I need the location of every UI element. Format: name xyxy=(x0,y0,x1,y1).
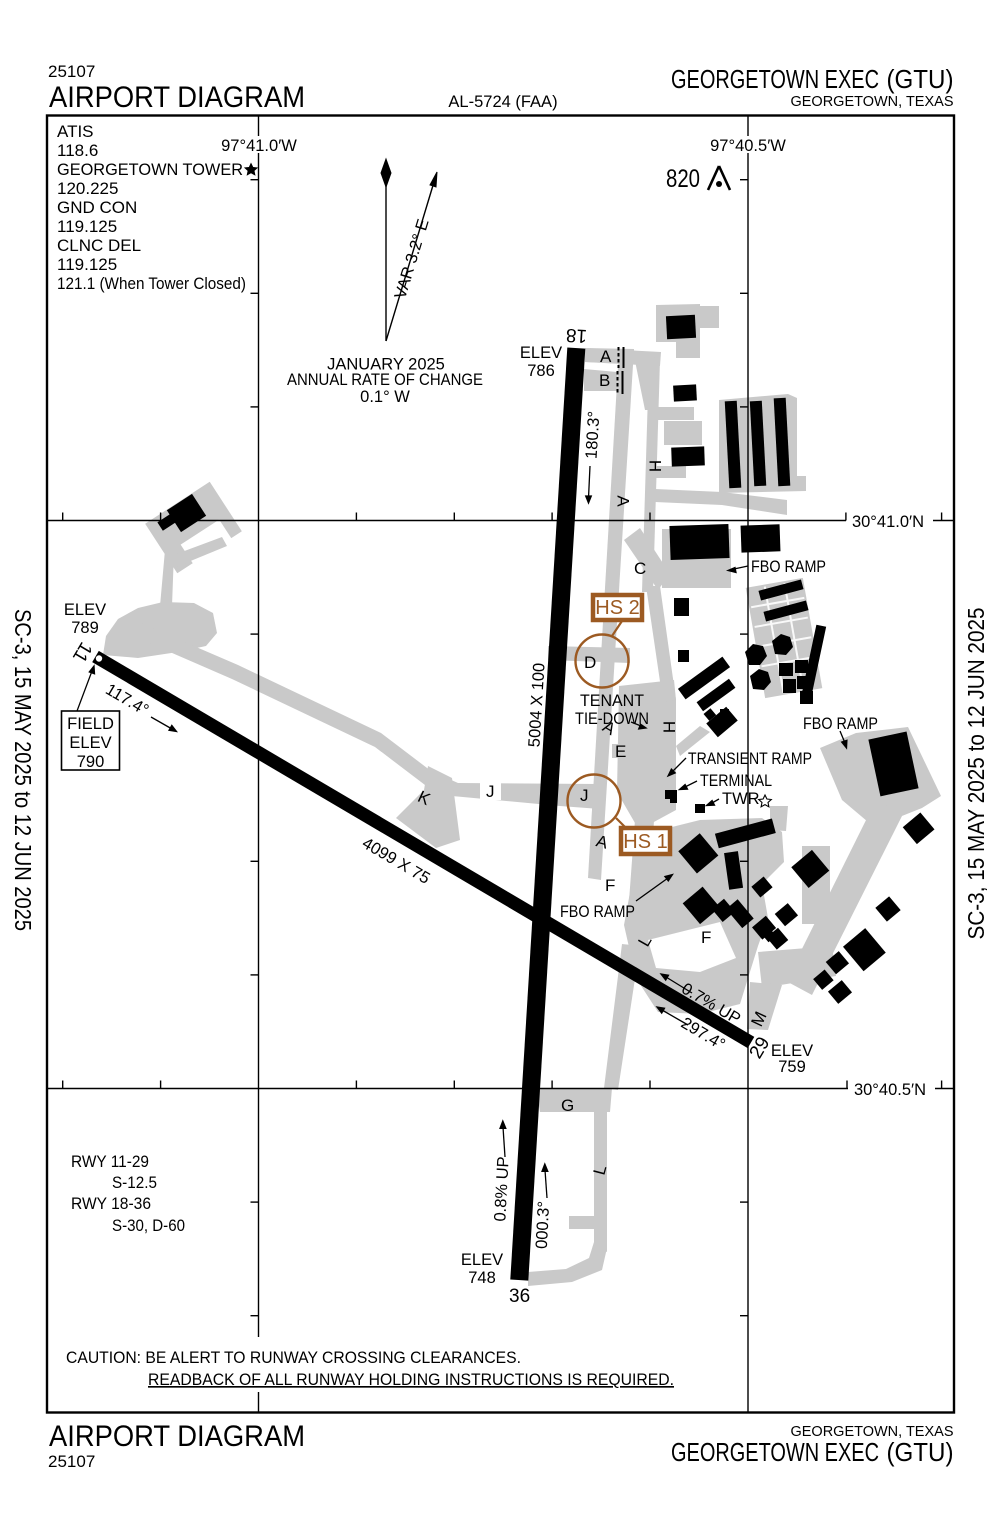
svg-text:FBO RAMP: FBO RAMP xyxy=(803,715,878,733)
svg-text:C: C xyxy=(634,559,646,578)
svg-text:A: A xyxy=(614,495,633,507)
svg-text:119.125: 119.125 xyxy=(57,217,117,236)
svg-text:759: 759 xyxy=(778,1058,806,1076)
svg-text:(GTU): (GTU) xyxy=(887,66,954,94)
svg-text:GEORGETOWN, TEXAS: GEORGETOWN, TEXAS xyxy=(790,1424,953,1440)
svg-text:TRANSIENT RAMP: TRANSIENT RAMP xyxy=(688,750,812,768)
svg-text:J: J xyxy=(486,782,495,801)
svg-text:G: G xyxy=(561,1096,574,1115)
svg-text:ANNUAL RATE OF CHANGE: ANNUAL RATE OF CHANGE xyxy=(287,371,483,389)
svg-text:TWR: TWR xyxy=(722,790,760,808)
svg-text:RWY 11-29: RWY 11-29 xyxy=(71,1153,149,1171)
svg-text:97°41.0′W: 97°41.0′W xyxy=(221,137,297,155)
svg-text:ELEV: ELEV xyxy=(64,601,106,619)
svg-text:789: 789 xyxy=(71,619,99,637)
svg-text:CAUTION: BE ALERT TO RUNWAY CR: CAUTION: BE ALERT TO RUNWAY CROSSING CLE… xyxy=(66,1349,521,1367)
svg-text:180.3°: 180.3° xyxy=(583,411,604,460)
svg-text:ELEV: ELEV xyxy=(520,344,562,362)
svg-text:HS 1: HS 1 xyxy=(623,831,667,853)
svg-text:H: H xyxy=(646,460,665,472)
svg-text:36: 36 xyxy=(509,1286,530,1307)
svg-text:(GTU): (GTU) xyxy=(887,1439,954,1467)
svg-text:18: 18 xyxy=(565,324,587,346)
svg-text:000.3°: 000.3° xyxy=(533,1201,553,1250)
svg-text:AIRPORT DIAGRAM: AIRPORT DIAGRAM xyxy=(49,81,305,114)
svg-text:ATIS: ATIS xyxy=(57,122,94,141)
svg-text:ELEV: ELEV xyxy=(461,1251,503,1269)
svg-text:FBO RAMP: FBO RAMP xyxy=(560,903,635,921)
svg-text:H: H xyxy=(660,721,679,733)
svg-text:E: E xyxy=(615,742,626,761)
svg-text:121.1 (When Tower Closed): 121.1 (When Tower Closed) xyxy=(57,274,246,293)
svg-text:A: A xyxy=(600,347,612,366)
svg-text:GEORGETOWN EXEC: GEORGETOWN EXEC xyxy=(671,1437,879,1467)
svg-text:D: D xyxy=(584,653,596,672)
svg-text:30°41.0′N: 30°41.0′N xyxy=(852,513,924,531)
svg-text:25107: 25107 xyxy=(48,1452,95,1471)
svg-text:GEORGETOWN, TEXAS: GEORGETOWN, TEXAS xyxy=(790,94,953,110)
svg-text:TENANT: TENANT xyxy=(580,692,644,710)
svg-text:READBACK OF ALL RUNWAY HOLDING: READBACK OF ALL RUNWAY HOLDING INSTRUCTI… xyxy=(148,1371,674,1389)
svg-text:790: 790 xyxy=(77,753,105,771)
svg-text:GEORGETOWN EXEC: GEORGETOWN EXEC xyxy=(671,64,879,94)
svg-text:97°40.5′W: 97°40.5′W xyxy=(710,137,786,155)
svg-text:F: F xyxy=(701,928,711,947)
svg-text:120.225: 120.225 xyxy=(57,179,118,198)
svg-text:FBO RAMP: FBO RAMP xyxy=(751,558,826,576)
svg-text:TIE-DOWN: TIE-DOWN xyxy=(575,710,649,728)
svg-text:GEORGETOWN TOWER: GEORGETOWN TOWER xyxy=(57,160,243,179)
svg-text:J: J xyxy=(580,786,589,805)
svg-text:5004 X 100: 5004 X 100 xyxy=(525,662,548,747)
svg-text:820: 820 xyxy=(666,165,700,193)
svg-text:SC-3, 15 MAY 2025 to 12 JUN: SC-3, 15 MAY 2025 to 12 JUN 2025 xyxy=(963,608,989,940)
svg-text:S-30, D-60: S-30, D-60 xyxy=(112,1217,185,1235)
svg-text:25107: 25107 xyxy=(48,62,95,81)
svg-text:CLNC DEL: CLNC DEL xyxy=(57,236,141,255)
svg-text:F: F xyxy=(605,876,615,895)
svg-text:JANUARY 2025: JANUARY 2025 xyxy=(327,356,445,374)
svg-text:786: 786 xyxy=(527,362,555,380)
svg-text:FIELD: FIELD xyxy=(67,715,114,733)
svg-text:ELEV: ELEV xyxy=(69,734,111,752)
svg-text:AL-5724 (FAA): AL-5724 (FAA) xyxy=(448,93,557,111)
svg-text:119.125: 119.125 xyxy=(57,255,117,274)
svg-text:TERMINAL: TERMINAL xyxy=(700,772,772,790)
svg-text:RWY 18-36: RWY 18-36 xyxy=(71,1195,151,1213)
svg-text:GND CON: GND CON xyxy=(57,198,137,217)
svg-text:0.8% UP: 0.8% UP xyxy=(491,1156,512,1222)
svg-text:AIRPORT DIAGRAM: AIRPORT DIAGRAM xyxy=(49,1420,305,1453)
svg-text:B: B xyxy=(599,371,610,390)
svg-text:0.1° W: 0.1° W xyxy=(360,388,410,406)
svg-text:ELEV: ELEV xyxy=(771,1042,813,1060)
svg-text:SC-3, 15 MAY 2025 to 12 JUN: SC-3, 15 MAY 2025 to 12 JUN 2025 xyxy=(10,609,36,931)
svg-text:30°40.5′N: 30°40.5′N xyxy=(854,1081,926,1099)
svg-text:HS 2: HS 2 xyxy=(595,597,639,619)
svg-text:S-12.5: S-12.5 xyxy=(112,1174,157,1192)
svg-text:748: 748 xyxy=(468,1269,496,1287)
svg-text:118.6: 118.6 xyxy=(57,141,98,160)
